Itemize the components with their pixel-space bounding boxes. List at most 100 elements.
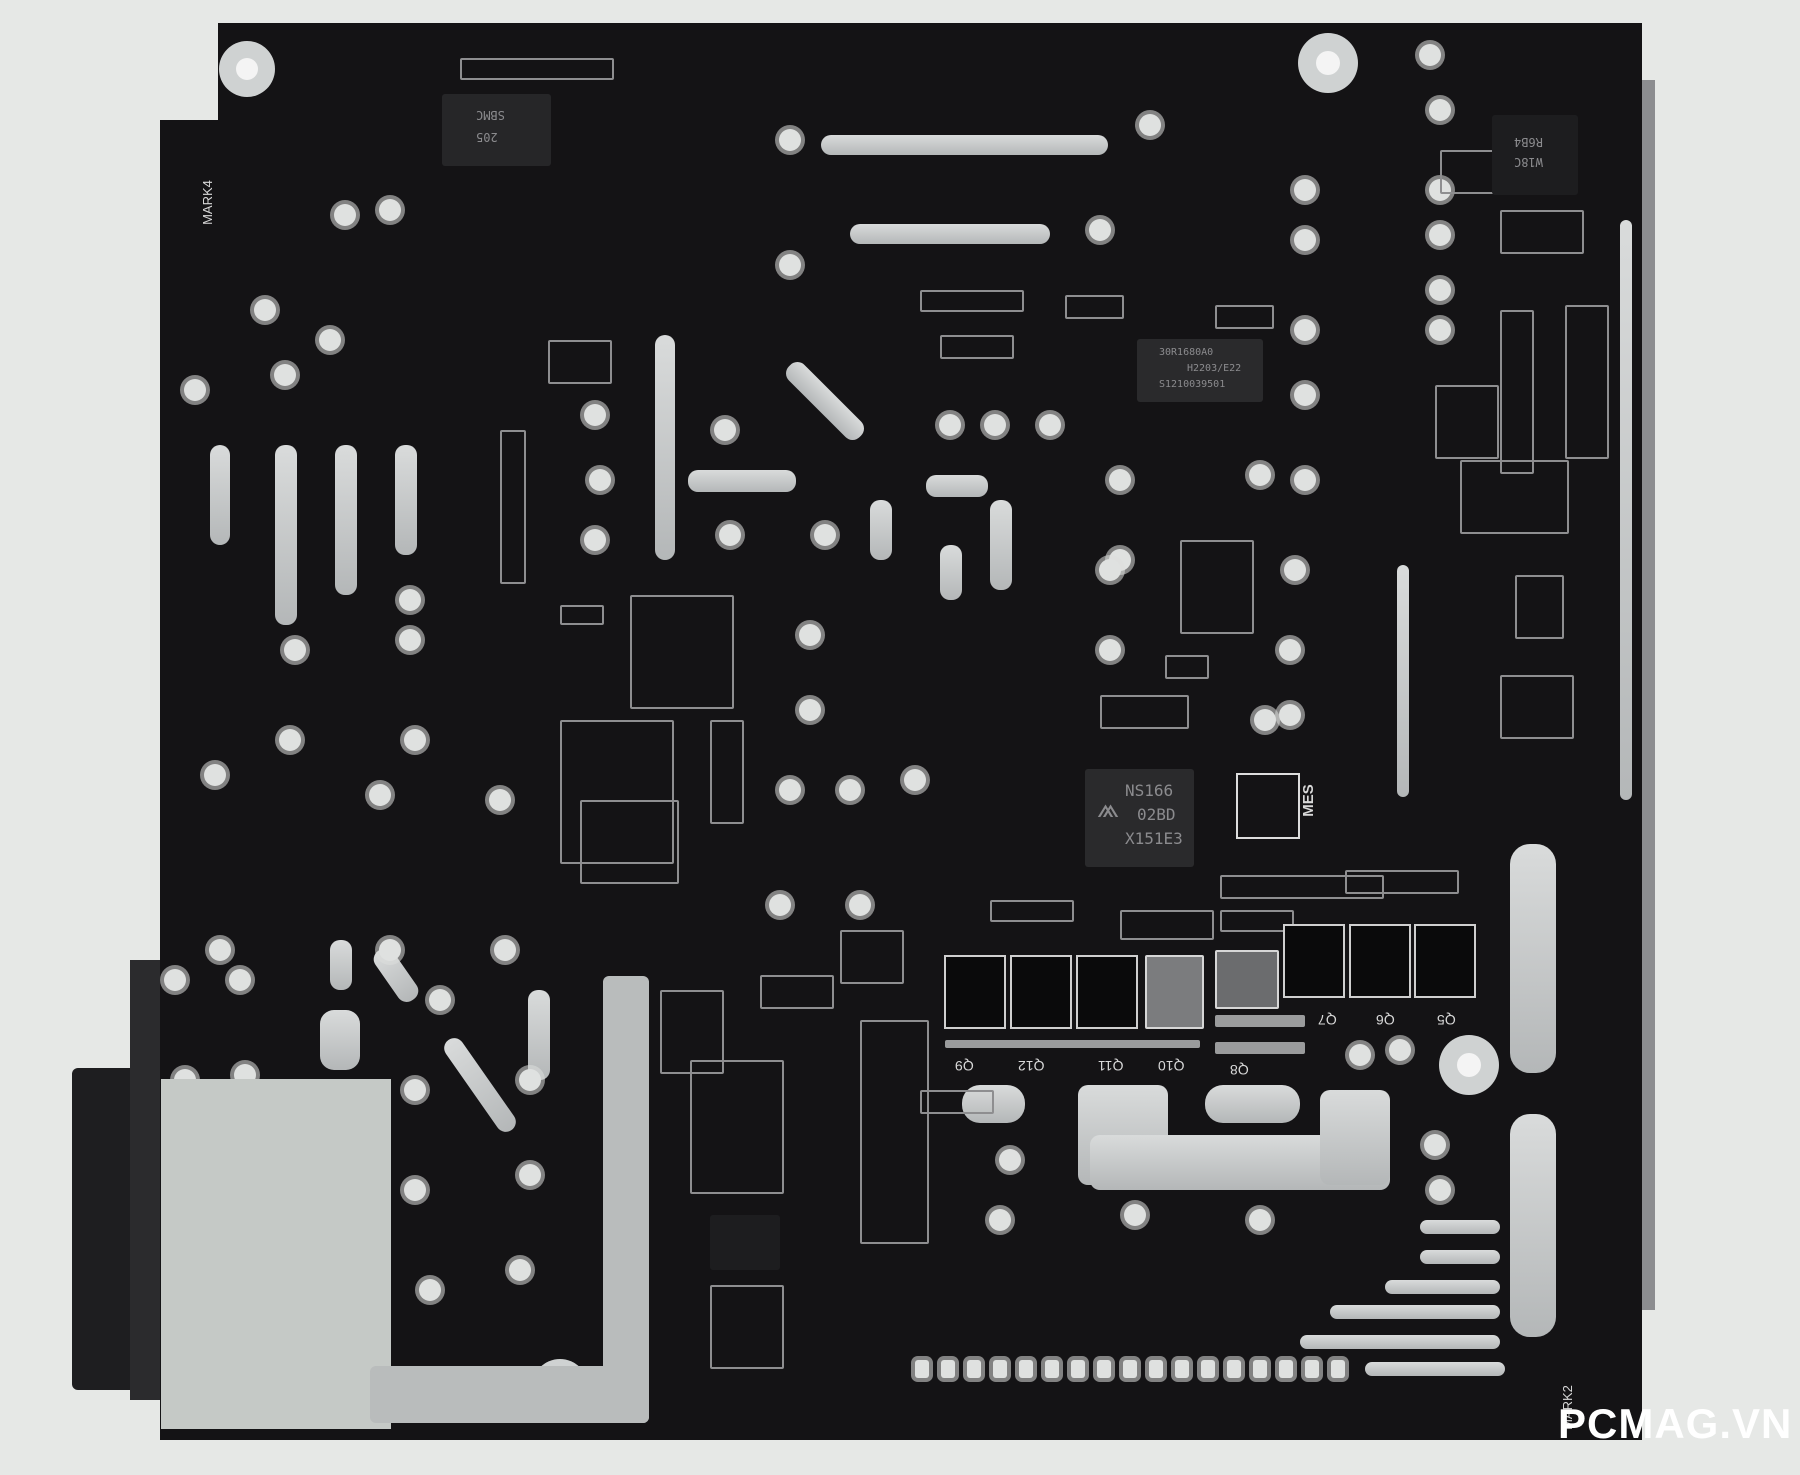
through-hole-pad: [399, 589, 421, 611]
mark4-label: MARK4: [199, 180, 215, 225]
edge-pad: [967, 1360, 981, 1378]
chip-text-line: 02BD: [1137, 805, 1176, 824]
mounting-hole: [1298, 33, 1358, 93]
through-hole-pad: [839, 779, 861, 801]
edge-pad: [941, 1360, 955, 1378]
through-hole-pad: [999, 1149, 1021, 1171]
through-hole-pad: [1429, 224, 1451, 246]
chip-text-line: H2203/E22: [1187, 363, 1242, 374]
through-hole-pad: [1099, 559, 1121, 581]
transistor-label: Q8: [1230, 1062, 1249, 1078]
through-hole-pad: [1279, 704, 1301, 726]
smd-component: [1215, 305, 1274, 329]
smd-component: [1220, 875, 1384, 899]
edge-pad: [1123, 1360, 1137, 1378]
through-hole-pad: [1349, 1044, 1371, 1066]
through-hole-pad: [1294, 229, 1316, 251]
smd-component: [1565, 305, 1609, 459]
smd-component: [580, 800, 679, 884]
solder-strip: [940, 545, 962, 600]
mosfet: [1283, 924, 1345, 998]
edge-pad: [1201, 1360, 1215, 1378]
edge-pad: [1253, 1360, 1267, 1378]
mounting-hole: [1439, 1035, 1499, 1095]
through-hole-pad: [1294, 319, 1316, 341]
smd-component: [548, 340, 612, 384]
solder-strip: [1330, 1305, 1500, 1319]
solder-strip: [821, 135, 1108, 155]
mounting-hole: [219, 41, 275, 97]
through-hole-pad: [1254, 709, 1276, 731]
through-hole-pad: [1294, 469, 1316, 491]
smd-component: [1500, 675, 1574, 739]
through-hole-pad: [814, 524, 836, 546]
through-hole-pad: [429, 989, 451, 1011]
diode-package: SBMC 205: [442, 94, 551, 166]
through-hole-pad: [714, 419, 736, 441]
through-hole-pad: [279, 729, 301, 751]
transistor-label: Q7: [1318, 1012, 1337, 1028]
solder-bus-vertical: [603, 976, 649, 1423]
mosfet: [1076, 955, 1138, 1029]
smd-component: [1435, 385, 1499, 459]
smd-component: [710, 1285, 784, 1369]
watermark: PCMAG.VN: [1558, 1400, 1793, 1447]
smd-component: [1500, 210, 1584, 254]
solder-strip: [1300, 1335, 1500, 1349]
through-hole-pad: [369, 784, 391, 806]
mosfet: [1349, 924, 1411, 998]
through-hole-pad: [379, 939, 401, 961]
through-hole-pad: [204, 764, 226, 786]
through-hole-pad: [1429, 99, 1451, 121]
through-hole-pad: [209, 939, 231, 961]
through-hole-pad: [399, 629, 421, 651]
solder-bus-horizontal: [370, 1366, 649, 1423]
transistor-label: Q12: [1018, 1058, 1045, 1074]
through-hole-pad: [404, 729, 426, 751]
edge-pad: [1279, 1360, 1293, 1378]
smd-component: [560, 605, 604, 625]
through-hole-pad: [1109, 469, 1131, 491]
through-hole-pad: [1429, 1179, 1451, 1201]
solder-strip: [870, 500, 892, 560]
transistor-label: Q5: [1437, 1012, 1456, 1028]
through-hole-pad: [164, 969, 186, 991]
transistor-label: Q9: [955, 1058, 974, 1074]
solder-strip: [655, 335, 675, 560]
smd-component: [1165, 655, 1209, 679]
through-hole-pad: [849, 894, 871, 916]
mes-label: MES: [1299, 784, 1317, 817]
smd-component: [840, 930, 904, 984]
smd-component: [1345, 870, 1459, 894]
through-hole-pad: [509, 1259, 531, 1281]
smd-component: [860, 1020, 929, 1244]
solder-strip: [395, 445, 417, 555]
sop8-chip: 30R1680A0 H2203/E22 S1210039501: [1137, 339, 1263, 402]
connector-strip: [1510, 844, 1556, 1073]
through-hole-pad: [1429, 319, 1451, 341]
solder-strip: [1365, 1362, 1505, 1376]
smd-component: [710, 720, 744, 824]
solder-strip: [1420, 1220, 1500, 1234]
mosfet-pad-blank: [1215, 950, 1279, 1009]
through-hole-pad: [334, 204, 356, 226]
through-hole-pad: [519, 1069, 541, 1091]
smd-component: [690, 1060, 784, 1194]
through-hole-pad: [404, 1179, 426, 1201]
connector-strip: [1510, 1114, 1556, 1337]
through-hole-pad: [1279, 639, 1301, 661]
through-hole-pad: [489, 789, 511, 811]
through-hole-pad: [779, 779, 801, 801]
edge-pad: [1175, 1360, 1189, 1378]
through-hole-pad: [1419, 44, 1441, 66]
top-right-ic: R6B4 W18C: [1492, 115, 1578, 195]
transistor-label: Q10: [1158, 1058, 1185, 1074]
through-hole-pad: [274, 364, 296, 386]
through-hole-pad: [1389, 1039, 1411, 1061]
edge-pad: [915, 1360, 929, 1378]
through-hole-pad: [284, 639, 306, 661]
solder-strip: [688, 470, 796, 492]
small-sop8-chip: [710, 1215, 780, 1270]
through-hole-pad: [1424, 1134, 1446, 1156]
through-hole-pad: [769, 894, 791, 916]
